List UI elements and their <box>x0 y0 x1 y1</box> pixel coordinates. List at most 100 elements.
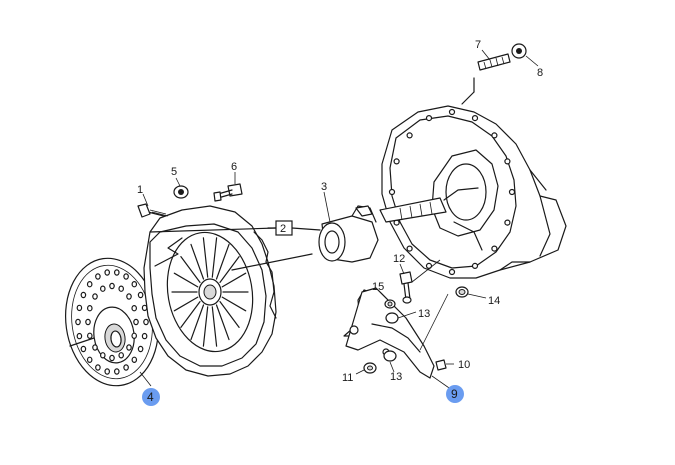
callout-4-highlight[interactable] <box>142 388 160 406</box>
callout-7: 7 <box>475 39 481 51</box>
housing-flange-bolts <box>388 108 516 276</box>
nut-part-8[interactable] <box>511 43 527 59</box>
gearbox-housing[interactable] <box>379 105 567 279</box>
diaphragm-finger <box>202 237 209 278</box>
rivet-hole <box>104 269 111 276</box>
release-bearing[interactable] <box>318 205 379 263</box>
flange-bolt <box>406 132 413 139</box>
rivet-hole <box>95 364 101 371</box>
rivet-hole <box>123 364 129 371</box>
rivet-hole <box>87 305 93 312</box>
rivet-hole <box>126 344 132 351</box>
callout-2: 2 <box>280 223 286 235</box>
flange-bolt <box>448 268 456 276</box>
flange-bolt <box>425 114 433 122</box>
diaphragm-finger <box>211 306 218 347</box>
flange-bolt <box>471 114 479 122</box>
rivet-hole <box>75 318 81 326</box>
pivot-bolt-part-12[interactable] <box>399 271 413 304</box>
rivet-hole <box>131 356 138 363</box>
diaphragm-finger <box>190 243 205 280</box>
callout-8: 8 <box>537 67 543 79</box>
rivet-hole <box>95 273 101 280</box>
rivet-hole <box>109 354 115 362</box>
washer-part-15[interactable] <box>384 299 396 309</box>
leader-lines <box>139 49 539 391</box>
flange-bolt <box>393 158 400 165</box>
diaphragm-finger <box>190 304 205 341</box>
rivet-hole <box>92 293 98 300</box>
disc-rivets <box>75 269 149 375</box>
callout-13-lower: 13 <box>390 371 402 383</box>
pressure-plate-cover[interactable] <box>143 205 313 377</box>
diaphragm-finger <box>180 256 201 283</box>
flange-bolt <box>491 245 498 252</box>
flange-bolt <box>504 158 511 165</box>
rivet-hole <box>141 332 148 340</box>
flange-bolt <box>471 262 479 269</box>
rivet-hole <box>123 273 129 280</box>
rivet-hole <box>76 332 83 340</box>
diaphragm-finger <box>219 301 240 328</box>
rivet-hole <box>137 291 144 299</box>
rivet-hole <box>131 305 138 312</box>
release-fork[interactable] <box>343 287 435 379</box>
diaphragm-finger <box>215 304 230 341</box>
callout-1: 1 <box>137 184 143 196</box>
bushing-part-13[interactable] <box>383 312 399 362</box>
diaphragm-finger <box>219 256 240 283</box>
bolt-part-1[interactable] <box>137 203 169 218</box>
rivet-hole <box>104 368 111 375</box>
rivet-hole <box>85 318 91 326</box>
rivet-hole <box>141 304 148 312</box>
callout-4: 4 <box>147 390 154 404</box>
flange-bolt <box>504 219 511 226</box>
callout-9: 9 <box>451 387 458 401</box>
rivet-hole <box>118 285 125 292</box>
rivet-hole <box>100 352 106 359</box>
flange-bolt <box>388 188 396 196</box>
plug-part-14[interactable] <box>455 286 469 298</box>
diaphragm-finger <box>211 237 218 278</box>
flange-bolt <box>508 188 516 196</box>
rivet-hole <box>114 368 120 375</box>
callout-10: 10 <box>458 359 470 371</box>
diaphragm-finger <box>180 301 201 328</box>
callout-15: 15 <box>372 281 384 293</box>
callout-13-upper: 13 <box>418 308 430 320</box>
callout-9-highlight[interactable] <box>446 385 464 403</box>
stud-part-7[interactable] <box>477 53 511 71</box>
clutch-disc[interactable] <box>58 252 167 392</box>
rivet-hole <box>80 345 87 353</box>
callout-14: 14 <box>488 295 500 307</box>
rivet-hole <box>92 344 98 351</box>
rivet-hole <box>86 356 93 363</box>
bolt-part-6[interactable] <box>213 183 243 202</box>
rivet-hole <box>131 281 138 288</box>
diaphragm-fingers <box>171 237 249 347</box>
rivet-hole <box>143 318 149 326</box>
rivet-hole <box>109 282 115 290</box>
nut-part-5[interactable] <box>173 185 189 199</box>
rivet-hole <box>76 304 83 312</box>
diaphragm-finger <box>173 296 199 312</box>
callout-11: 11 <box>342 372 353 384</box>
rivet-hole <box>133 318 139 326</box>
callout-2-box <box>275 220 293 236</box>
flange-bolt <box>406 245 413 252</box>
flange-bolt <box>491 132 498 139</box>
flange-bolt <box>448 108 456 116</box>
washer-part-11[interactable] <box>363 362 377 374</box>
rivet-hole <box>80 291 87 299</box>
rivet-hole <box>137 345 144 353</box>
diaphragm-finger <box>221 296 247 312</box>
callout-3: 3 <box>321 181 327 193</box>
rivet-hole <box>118 352 125 359</box>
rivet-hole <box>86 281 93 288</box>
callout-5: 5 <box>171 166 177 178</box>
diaphragm-finger <box>221 272 247 288</box>
rivet-hole <box>114 269 120 276</box>
nut-part-10[interactable] <box>435 359 447 371</box>
